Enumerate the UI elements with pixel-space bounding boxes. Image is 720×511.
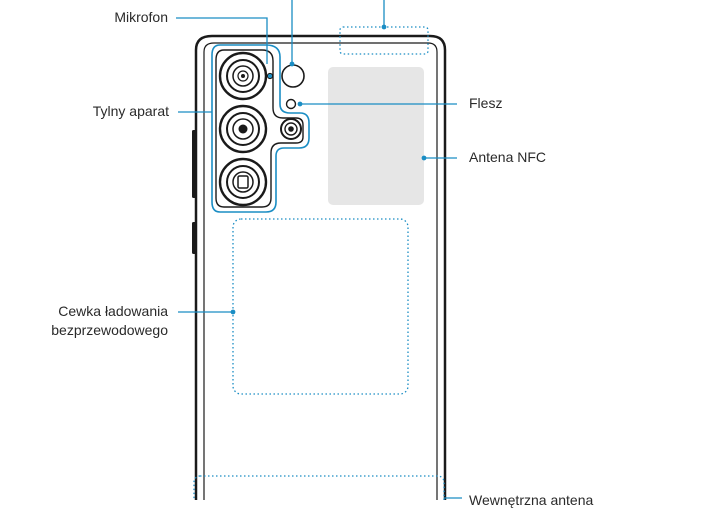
- phone-inner-edge: [203, 42, 438, 500]
- top-antenna-zone: [339, 26, 429, 55]
- volume-button: [192, 130, 197, 198]
- label-cewka-line1: Cewka ładowania: [58, 303, 168, 319]
- label-mikrofon: Mikrofon: [114, 9, 168, 25]
- laser-af-sensor: [281, 64, 305, 88]
- leader-cewka-dot: [230, 309, 236, 315]
- nfc-antenna-area: [328, 67, 424, 205]
- camera-housing: [215, 49, 304, 208]
- leader-top-antenna-dot: [381, 24, 387, 30]
- camera-module-outline: [211, 44, 310, 213]
- label-flesz: Flesz: [469, 95, 503, 111]
- phone-outline: [194, 34, 447, 500]
- lens-bottom: [218, 157, 268, 207]
- leader-lines: [176, 0, 462, 499]
- microphone-hole: [266, 72, 274, 80]
- label-cewka-line2: bezprzewodowego: [51, 322, 168, 338]
- label-antena-nfc: Antena NFC: [469, 149, 547, 165]
- lens-top: [218, 51, 268, 101]
- bottom-antenna-zone: [193, 475, 445, 500]
- lens-small: [280, 118, 302, 140]
- side-key: [192, 222, 197, 254]
- phone-back-diagram: [176, 0, 462, 500]
- label-tylny-aparat: Tylny aparat: [92, 103, 169, 119]
- leader-nfc-dot: [421, 155, 427, 161]
- leader-flesz-dot: [297, 101, 303, 107]
- leader-laser-sensor-dot: [289, 61, 295, 67]
- lens-middle: [218, 104, 268, 154]
- leader-mikrofon: [176, 17, 268, 64]
- wireless-coil-zone: [232, 218, 409, 395]
- flash-led: [285, 98, 297, 110]
- leader-mikrofon-dot: [268, 74, 272, 78]
- label-wewnetrzna-antena: Wewnętrzna antena: [469, 492, 594, 508]
